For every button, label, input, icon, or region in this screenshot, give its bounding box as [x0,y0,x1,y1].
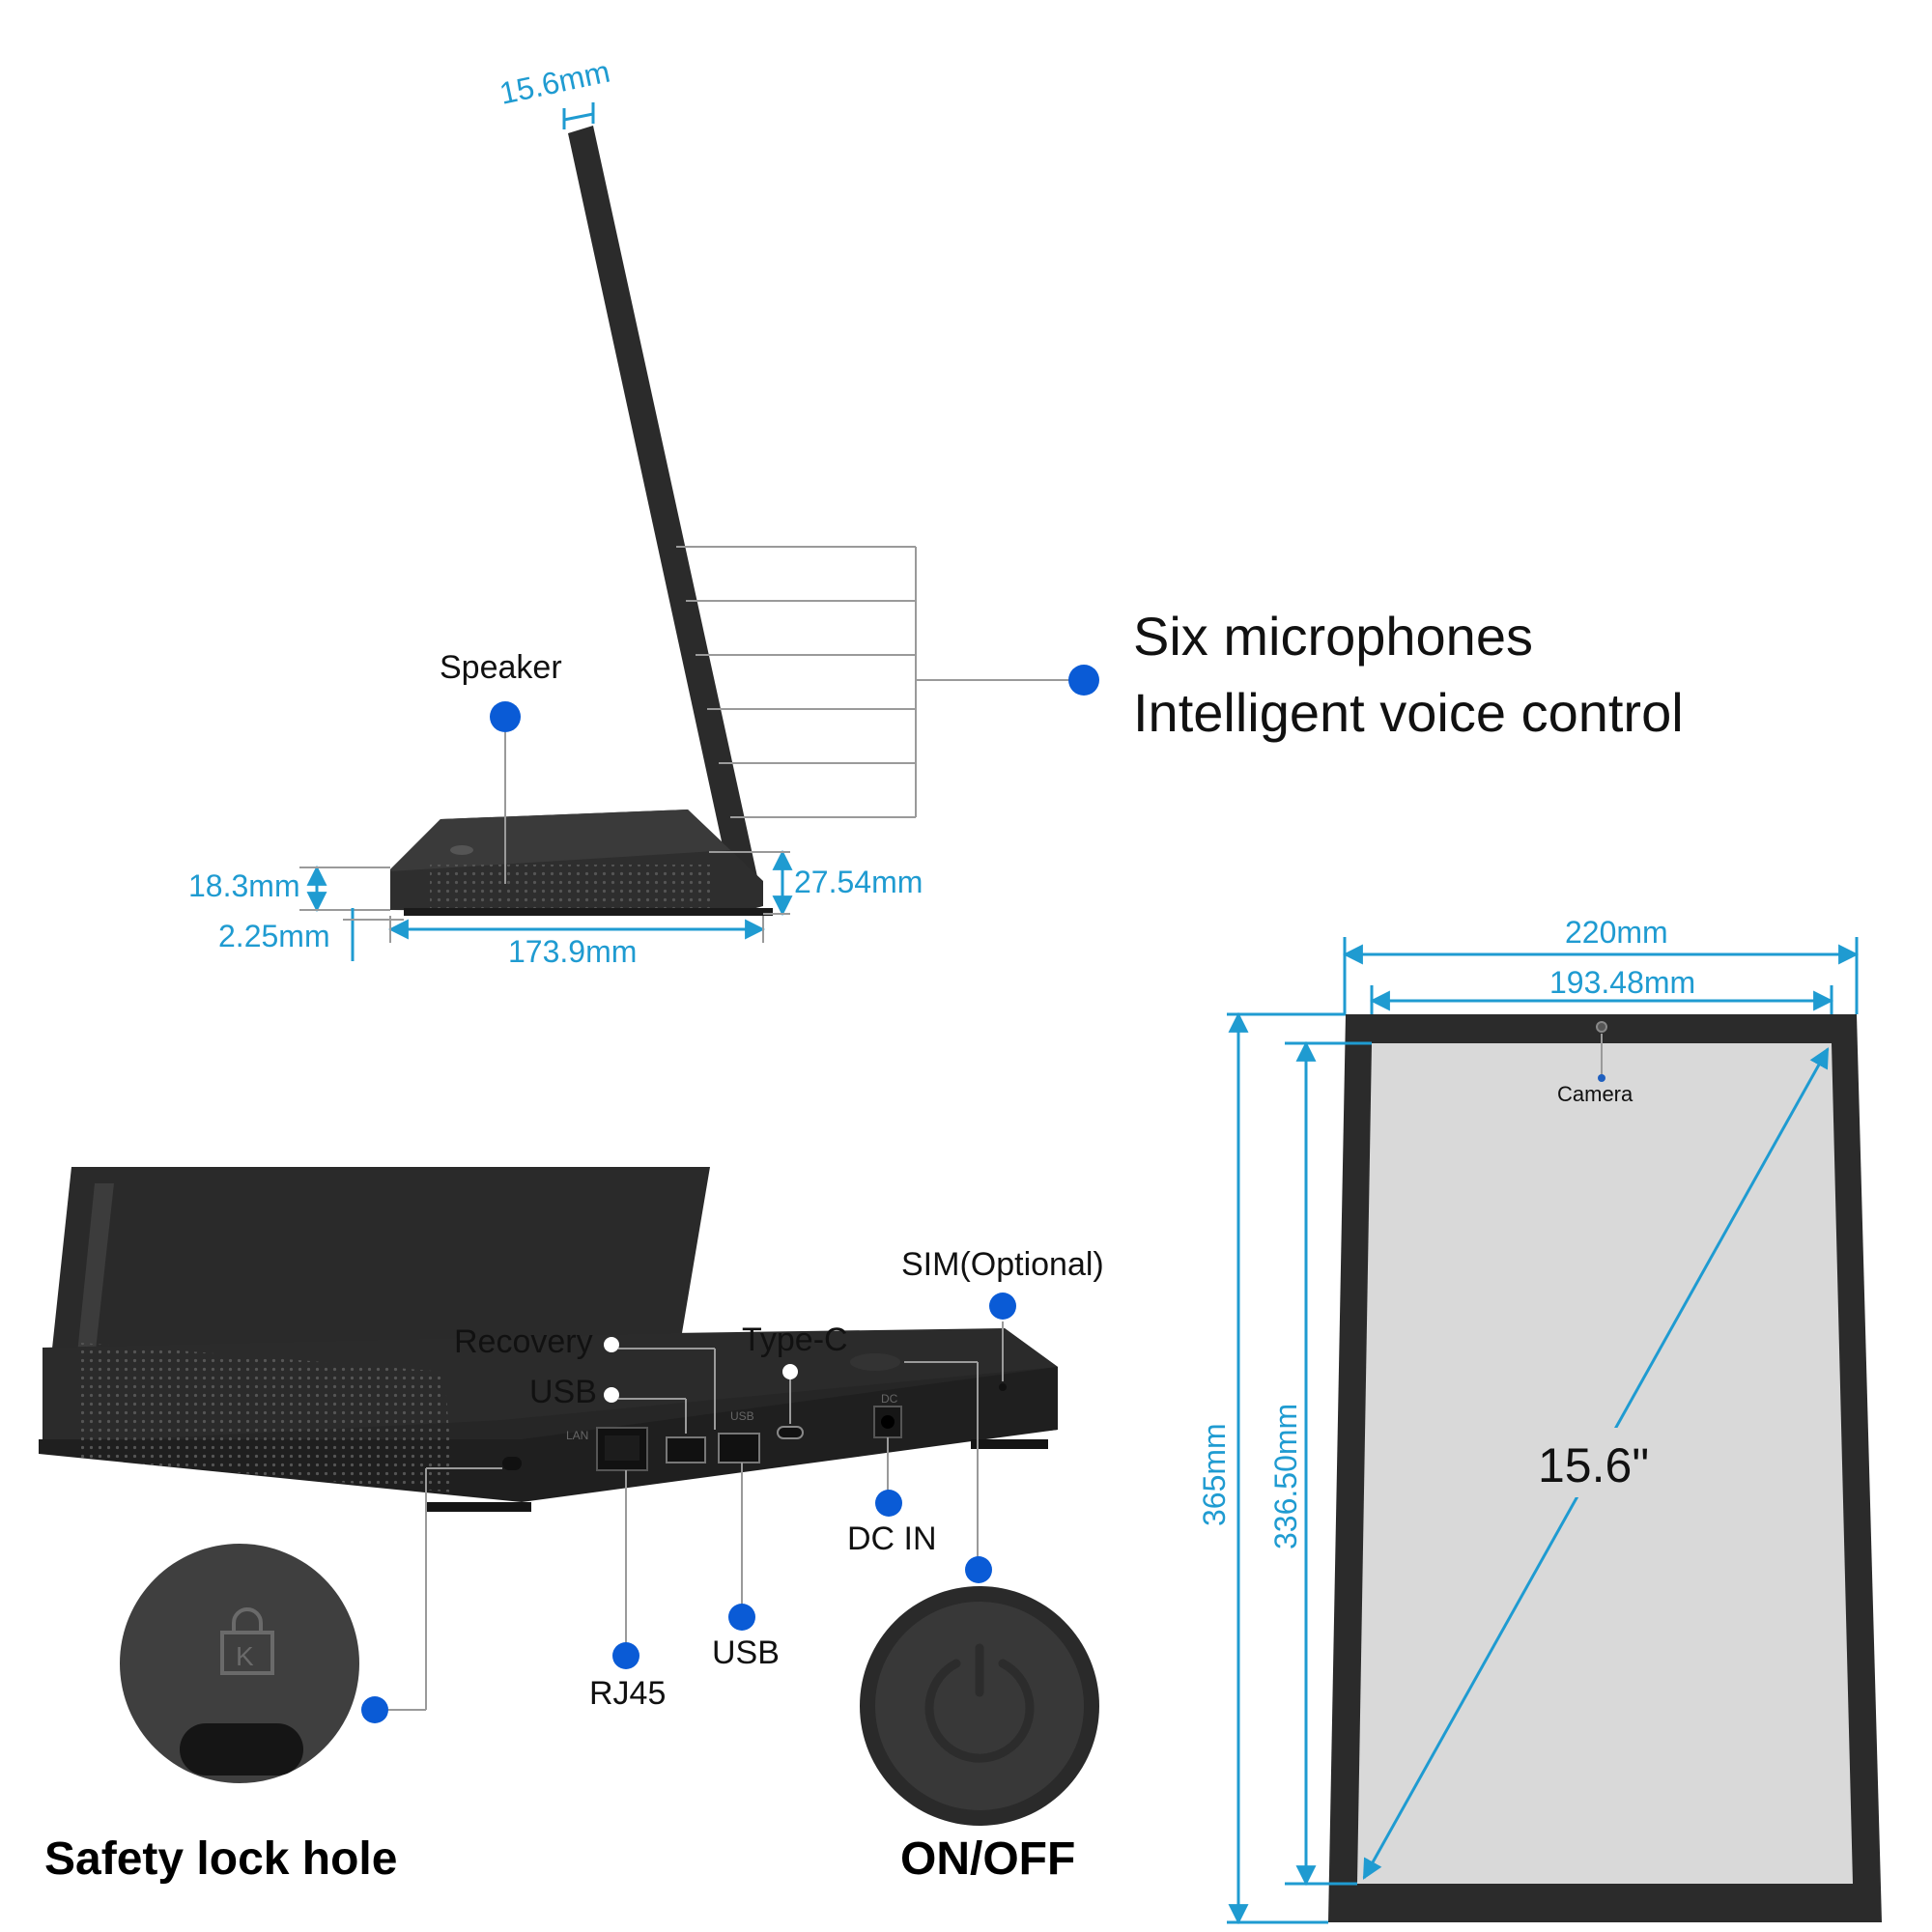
speaker-grille [430,865,710,908]
speaker-label: Speaker [440,649,562,686]
voice-control-subtitle: Intelligent voice control [1133,682,1684,743]
recovery-label: Recovery [454,1323,593,1360]
kensington-lock-icon: K [220,1607,274,1675]
dim-rear-height: 27.54mm [794,865,923,899]
front-view: 220mm 193.48mm Camera 15.6" 365mm 336.50… [1197,915,1882,1925]
dim-foot-height: 2.25mm [218,919,330,953]
dc-print: DC [881,1392,898,1406]
microphones-title: Six microphones [1133,606,1533,667]
side-view: 15.6mm Six microphones Intelligent voice… [188,54,1684,969]
usb-print: USB [730,1409,754,1423]
lock-slot-small [502,1457,522,1470]
ports-view: LAN USB DC Recovery [39,1167,1104,1885]
lan-print: LAN [566,1429,588,1442]
camera-label: Camera [1557,1082,1634,1106]
type-c-label: Type-C [742,1321,848,1358]
dim-outer-width: 220mm [1565,915,1668,950]
dim-outer-height: 365mm [1197,1423,1232,1526]
sim-marker [989,1293,1016,1320]
screen-panel-side [568,126,763,908]
sim-slot [999,1383,1007,1391]
safety-lock-title: Safety lock hole [44,1833,397,1885]
dim-inner-width: 193.48mm [1549,965,1695,1000]
rj45-label: RJ45 [589,1675,666,1712]
type-c-marker [782,1364,798,1379]
dim-base-depth: 173.9mm [508,934,637,969]
dim-base-height: 18.3mm [188,868,300,903]
usb-port-1 [666,1436,706,1463]
rj45-marker [612,1642,639,1669]
usb-port-2 [718,1433,760,1463]
microphones-marker [1068,665,1099,696]
power-marker [965,1556,992,1583]
dim-line-thickness [563,112,594,122]
safety-lock-closeup [120,1544,359,1783]
dim-inner-height: 336.50mm [1268,1404,1303,1549]
power-button-top [450,845,473,855]
usb-bottom-marker [728,1604,755,1631]
speaker-grille-front [81,1343,454,1492]
lock-marker [361,1696,388,1723]
dim-thickness-top: 15.6mm [497,54,613,111]
lock-hole [180,1723,303,1776]
camera-lens [1596,1021,1607,1033]
sim-label: SIM(Optional) [901,1246,1104,1283]
power-title: ON/OFF [900,1833,1075,1885]
dc-in-marker [875,1490,902,1517]
recovery-marker [604,1337,619,1352]
diagonal-label: 15.6" [1538,1438,1649,1492]
usb-top-marker [604,1387,619,1403]
usb-bottom-label: USB [712,1634,780,1671]
usb-top-label: USB [529,1374,597,1410]
speaker-marker [490,701,521,732]
type-c-port [777,1426,804,1439]
dc-in-label: DC IN [847,1520,937,1557]
svg-text:K: K [236,1641,254,1671]
power-icon [924,1643,1035,1763]
microphone-leaders [676,546,1082,818]
power-button [850,1353,900,1371]
